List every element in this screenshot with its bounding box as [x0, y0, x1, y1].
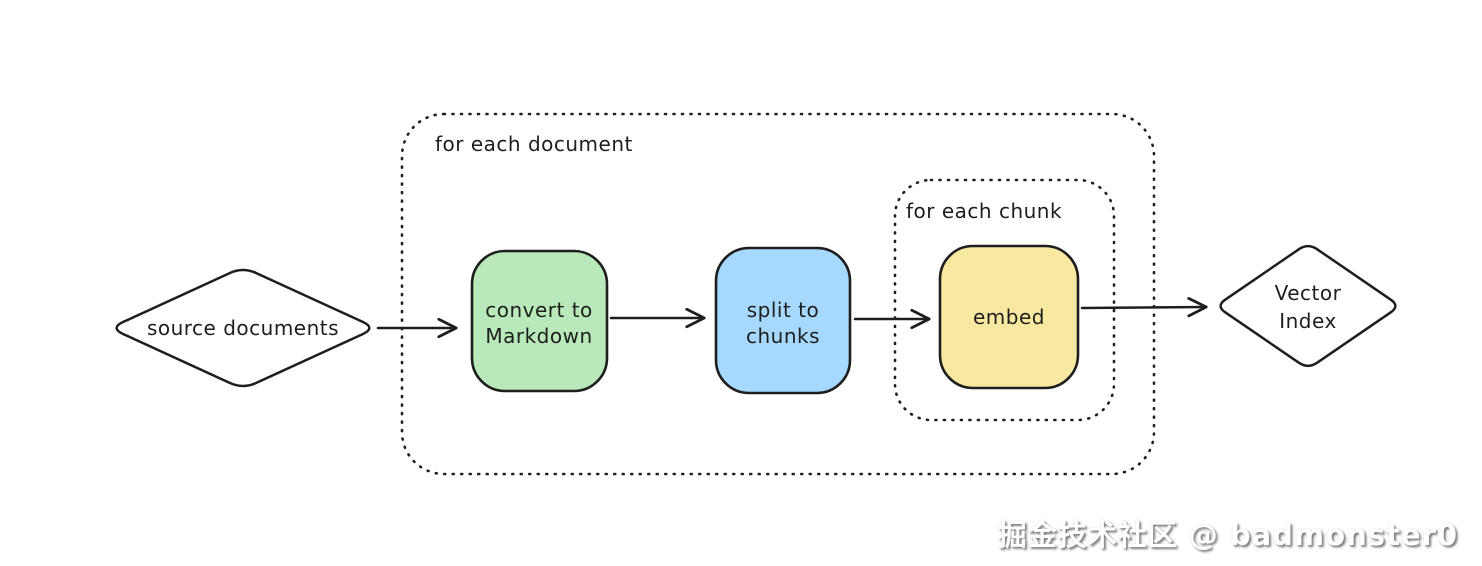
node-vector-index: Vector Index [1219, 244, 1397, 368]
node-split-to-chunks-label-line1: split to [747, 298, 820, 322]
node-embed: embed [938, 244, 1080, 390]
container-for-each-document-label: for each document [435, 132, 633, 156]
edge-embed-to-vector-index [1080, 297, 1208, 318]
container-for-each-chunk-border [893, 178, 1116, 422]
node-split-to-chunks-label-line2: chunks [746, 324, 820, 348]
node-source-documents-shape [115, 268, 371, 388]
node-split-to-chunks-shape [714, 246, 852, 395]
container-for-each-document: for each document [400, 112, 1156, 476]
node-vector-index-label-line1: Vector [1275, 281, 1342, 305]
node-vector-index-shape [1219, 244, 1397, 368]
node-convert-to-markdown-label-line2: Markdown [485, 324, 592, 348]
watermark: 掘金技术社区 @ badmonster0 [997, 518, 1458, 552]
node-split-to-chunks: split to chunks [714, 246, 852, 395]
container-for-each-document-border [400, 112, 1156, 476]
node-convert-to-markdown-label-line1: convert to [485, 298, 593, 322]
node-embed-shape [938, 244, 1080, 390]
node-vector-index-label-line2: Index [1279, 309, 1337, 333]
node-source-documents: source documents [115, 268, 371, 388]
container-for-each-chunk-label: for each chunk [906, 199, 1062, 223]
node-convert-to-markdown-shape [470, 249, 609, 393]
container-for-each-chunk: for each chunk [893, 178, 1116, 422]
node-convert-to-markdown: convert to Markdown [470, 249, 609, 393]
node-source-documents-label: source documents [147, 316, 339, 340]
node-embed-label: embed [973, 305, 1045, 329]
